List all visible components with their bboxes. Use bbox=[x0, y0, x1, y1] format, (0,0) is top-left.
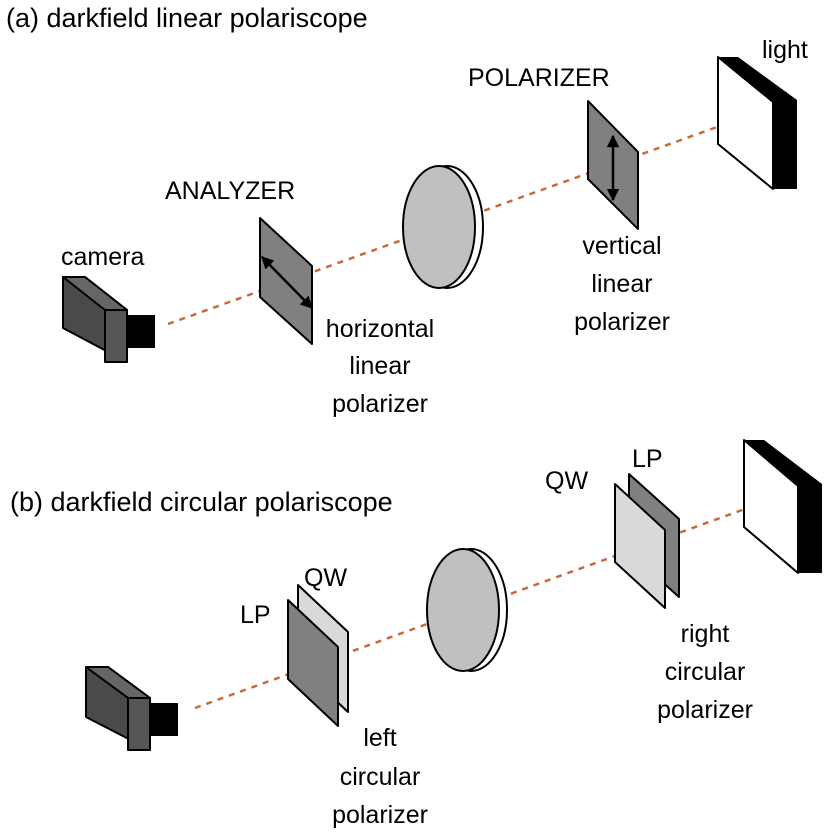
right-desc-line2: circular bbox=[665, 658, 746, 686]
camera-b bbox=[85, 666, 178, 751]
camera-a bbox=[62, 276, 155, 363]
analyzer-desc-line3: polarizer bbox=[332, 390, 428, 418]
sample-disc-a bbox=[402, 165, 484, 289]
camera-body-front bbox=[127, 697, 151, 751]
right-desc-line3: polarizer bbox=[657, 696, 753, 724]
left-circular-polarizer bbox=[287, 584, 349, 727]
polarizer-desc-line1: vertical bbox=[582, 232, 661, 260]
panel-a: (a) darkfield linear polariscope camera … bbox=[6, 3, 808, 418]
polarizer-plate bbox=[587, 100, 639, 230]
panel-b-title: (b) darkfield circular polariscope bbox=[10, 487, 393, 517]
horizontal-polarization-arrow-icon bbox=[261, 256, 313, 309]
camera-body-front bbox=[104, 309, 128, 363]
left-linear-polarizer-plate bbox=[287, 599, 339, 727]
light-source-b bbox=[743, 439, 822, 574]
analyzer-desc-line1: horizontal bbox=[326, 315, 434, 343]
camera-lens bbox=[150, 703, 178, 736]
polarizer-label: POLARIZER bbox=[468, 64, 610, 92]
right-desc-line1: right bbox=[681, 620, 730, 648]
right-circular-polarizer bbox=[614, 473, 680, 609]
left-desc-line1: left bbox=[363, 724, 396, 752]
left-desc-line2: circular bbox=[340, 763, 421, 791]
polarizer-desc-line2: linear bbox=[591, 270, 652, 298]
right-lp-label: LP bbox=[632, 445, 663, 473]
right-qw-label: QW bbox=[545, 467, 588, 495]
analyzer-label: ANALYZER bbox=[165, 177, 295, 205]
right-quarter-wave-plate bbox=[614, 483, 666, 609]
camera-lens bbox=[127, 315, 155, 348]
panel-b: (b) darkfield circular polariscope LP QW… bbox=[10, 439, 822, 829]
left-lp-label: LP bbox=[240, 601, 271, 629]
left-qw-label: QW bbox=[304, 564, 347, 592]
analyzer-desc-line2: linear bbox=[349, 352, 410, 380]
light-source-a bbox=[717, 56, 797, 190]
analyzer-plate bbox=[259, 217, 313, 345]
light-label: light bbox=[762, 36, 808, 64]
sample-disc-b bbox=[426, 548, 508, 672]
polarizer-desc-line3: polarizer bbox=[574, 308, 670, 336]
panel-a-title: (a) darkfield linear polariscope bbox=[6, 3, 368, 33]
camera-label: camera bbox=[61, 243, 144, 271]
left-desc-line3: polarizer bbox=[332, 801, 428, 829]
